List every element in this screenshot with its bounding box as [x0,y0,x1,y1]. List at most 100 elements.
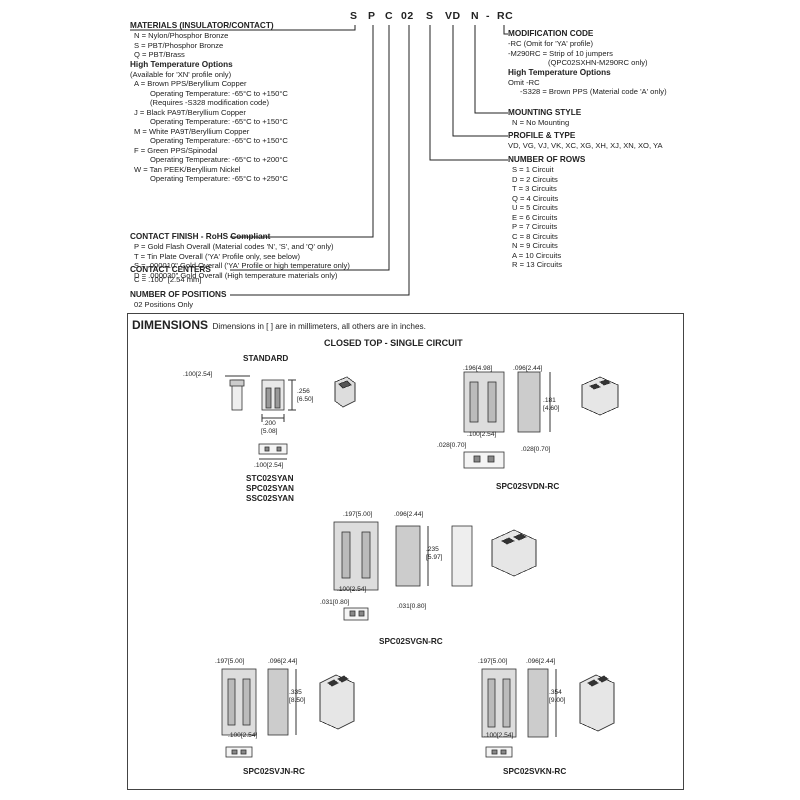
vg-drawing [333,521,537,621]
standard-dim-pitch-in: .200 [263,420,276,427]
vd-part: SPC02SVDN-RC [496,482,560,491]
ht-line: A = Brown PPS/Beryllium Copper [134,79,247,88]
centers-section: CONTACT CENTERS C = .100" [2.54 mm] [130,265,211,285]
rows-line: S = 1 Circuit [512,165,554,174]
ht-line: Operating Temperature: -65°C to +150°C [150,136,288,145]
standard-label: STANDARD [243,354,289,363]
rows-line: T = 3 Circuits [512,184,557,193]
dimensions-title: DIMENSIONS [132,318,209,332]
centers-line: C = .100" [2.54 mm] [134,275,202,284]
dimensions-header: DIMENSIONS Dimensions in [ ] are in mill… [132,316,426,334]
ht-line: Operating Temperature: -65°C to +250°C [150,174,288,183]
standard-part: SPC02SYAN [246,484,294,493]
mounting-section: MOUNTING STYLE N = No Mounting [508,108,581,128]
pn-rows: S [426,10,434,22]
standard-dim-height-mm: [6.50] [297,396,314,403]
finish-line: D = .000030" Gold Overall (High temperat… [134,270,338,280]
dimensions-panel [127,313,684,790]
ht-options-note: (Available for 'XN' profile only) [130,69,232,79]
ht-options-title: High Temperature Options [130,59,233,69]
rows-line: N = 9 Circuits [512,241,558,250]
modification-line: (QPC02SXHN-M290RC only) [548,58,648,67]
vd-drawing [463,371,619,469]
rows-line: R = 13 Circuits [512,260,563,269]
standard-footprint [258,443,288,460]
ht-line: Operating Temperature: -65°C to +150°C [150,88,288,98]
finish-title: CONTACT FINISH - RoHS Compliant [130,232,271,241]
profile-line: VD, VG, VJ, VK, XC, XG, XH, XJ, XN, XO, … [508,141,663,150]
standard-drawing [225,375,356,422]
materials-line: S = PBT/Phosphor Bronze [134,40,224,50]
pn-modification: RC [497,10,514,22]
vd-dim-side2: .028[0.70] [521,446,551,453]
positions-section: NUMBER OF POSITIONS 02 Positions Only [130,290,226,310]
standard-part: SSC02SYAN [246,494,294,503]
vj-dim-pitch: .100[2.54] [228,732,258,739]
rows-line: U = 5 Circuits [512,203,558,212]
vg-dim-side1: .031[0.80] [320,599,350,606]
modification-line: -RC (Omit for 'YA' profile) [508,39,594,48]
pn-series-s: S [350,10,358,22]
vg-dim-height-in: .235 [426,546,439,553]
finish-line: P = Gold Flash Overall (Material codes '… [134,242,334,251]
rows-line: D = 2 Circuits [512,174,558,184]
vd-dim-side1: .028[0.70] [437,442,467,449]
pn-profile: VD [445,10,461,22]
ht-line: W = Tan PEEK/Beryllium Nickel [134,164,241,174]
rows-line: Q = 4 Circuits [512,193,559,203]
standard-dim-width: .100[2.54] [183,371,213,378]
pn-centers: C [385,10,394,22]
positions-title: NUMBER OF POSITIONS [130,290,227,299]
vj-part: SPC02SVJN-RC [243,767,305,776]
modification-ht-line: Omit -RC [508,77,540,87]
modification-section: MODIFICATION CODE -RC (Omit for 'YA' pro… [508,29,667,97]
ht-line: F = Green PPS/Spinodal [134,145,218,155]
ht-line: J = Black PA9T/Beryllium Copper [134,107,246,117]
positions-line: 02 Positions Only [134,300,194,309]
vk-dim-height-mm: [9.00] [549,697,566,704]
pn-mounting: N [471,10,480,22]
finish-line: T = Tin Plate Overall ('YA' Profile only… [134,251,301,261]
modification-title: MODIFICATION CODE [508,29,594,38]
rows-line: C = 8 Circuits [512,231,558,241]
materials-line: Q = PBT/Brass [134,50,185,59]
pn-positions: 02 [401,10,414,22]
vg-dim-side2: .031[0.80] [397,603,427,610]
materials-section: MATERIALS (INSULATOR/CONTACT) N = Nylon/… [130,21,288,184]
rows-line: P = 7 Circuits [512,222,558,231]
ht-line: Operating Temperature: -65°C to +150°C [150,117,288,126]
vj-dim-height-in: .335 [289,689,302,696]
pn-dash: - [486,10,490,22]
vg-dim-height-mm: [5.97] [426,554,443,561]
standard-dim-bottom: .100[2.54] [254,462,284,469]
modification-ht-title: High Temperature Options [508,67,611,77]
vg-dim-pitch: .100[2.54] [337,586,367,593]
vk-dim-width: .197[5.00] [478,658,508,665]
vd-dim-width2: .096[2.44] [513,365,543,372]
vk-dim-width2: .096[2.44] [526,658,556,665]
profile-title: PROFILE & TYPE [508,131,576,140]
vj-dim-width2: .096[2.44] [268,658,298,665]
mounting-line: N = No Mounting [512,118,570,127]
part-number-leader-lines [130,25,508,296]
materials-line: N = Nylon/Phosphor Bronze [134,31,229,40]
rows-line: E = 6 Circuits [512,212,558,222]
rows-title: NUMBER OF ROWS [508,155,586,164]
vj-dim-height-mm: [8.50] [289,697,306,704]
rows-line: A = 10 Circuits [512,250,562,260]
materials-title: MATERIALS (INSULATOR/CONTACT) [130,21,274,30]
vg-dim-width2: .096[2.44] [394,511,424,518]
vd-dim-width: .196[4.98] [463,365,493,372]
vj-drawing [221,668,355,758]
vj-dim-width: .197[5.00] [215,658,245,665]
standard-dim-height-in: .256 [297,388,310,395]
vk-dim-pitch: .100[2.54] [484,732,514,739]
centers-title: CONTACT CENTERS [130,265,211,274]
modification-line: -M290RC = Strip of 10 jumpers [508,48,613,58]
vd-dim-height-mm: [4.60] [543,405,560,412]
vk-drawing [481,668,615,758]
vk-part: SPC02SVKN-RC [503,767,567,776]
modification-ht-line: -S328 = Brown PPS (Material code 'A' onl… [520,87,667,96]
vk-dim-height-in: .354 [549,689,562,696]
standard-part: STC02SYAN [246,474,294,483]
